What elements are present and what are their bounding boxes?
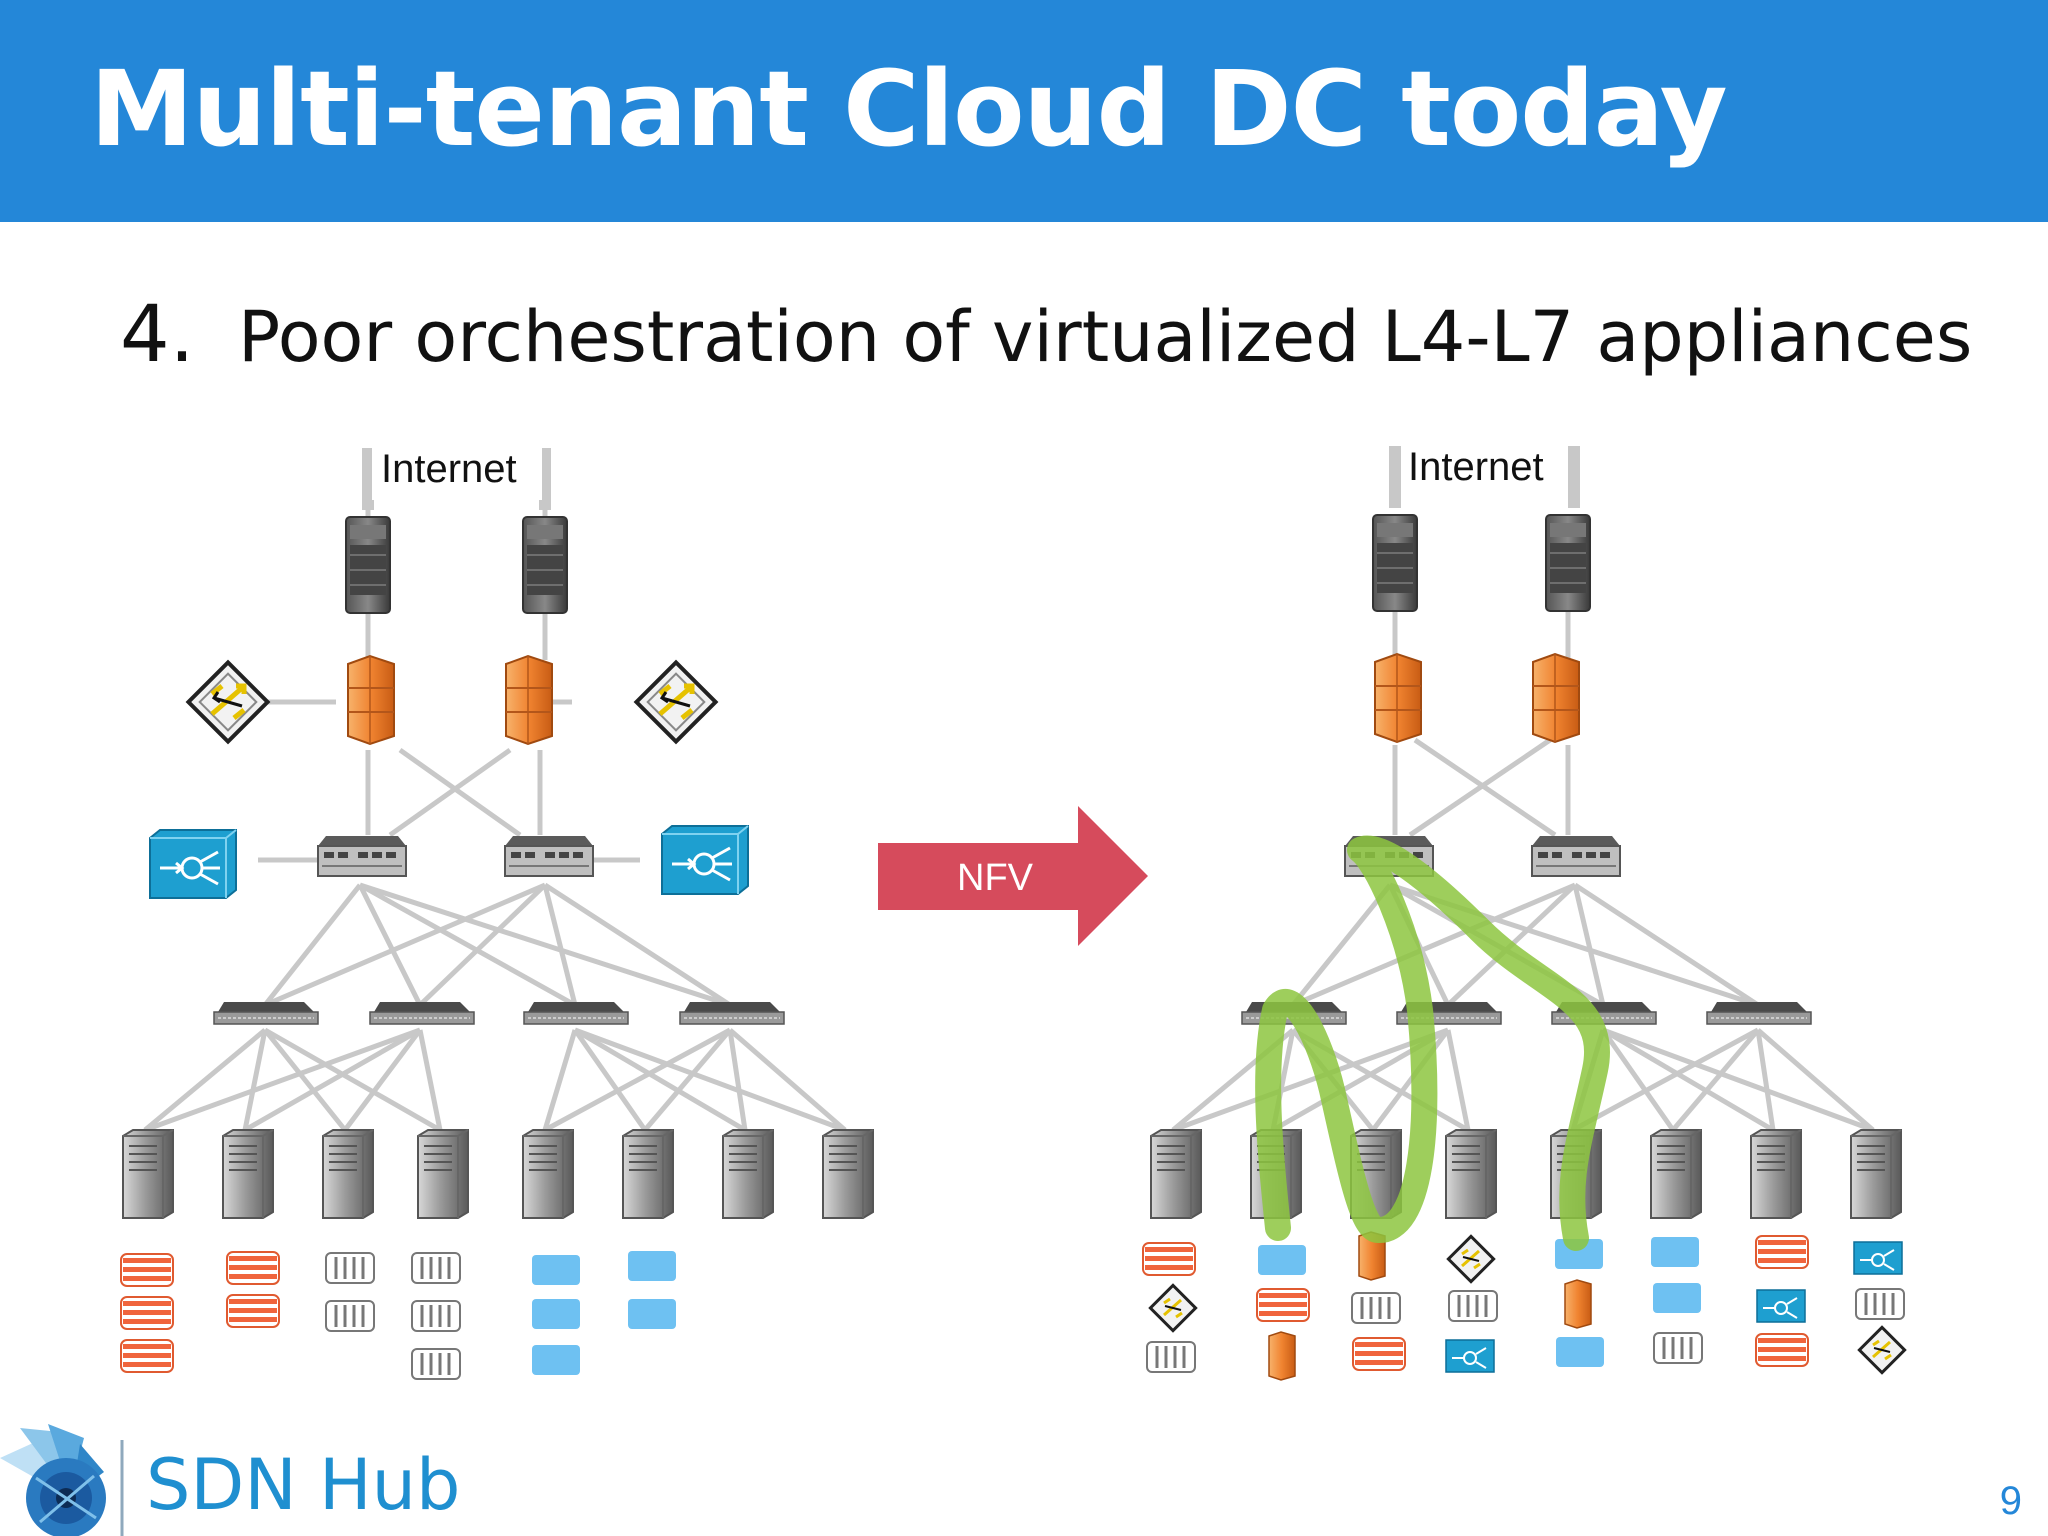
nfv-arrow-label: NFV [957, 857, 1034, 899]
right-server-1 [1150, 1129, 1202, 1219]
left-server-5 [522, 1129, 574, 1219]
right-bars-vm [1652, 1331, 1704, 1365]
right-stripe-vm [1256, 1288, 1310, 1322]
logo-icon [0, 1424, 106, 1536]
left-tor-switch-4 [679, 1001, 785, 1025]
left-tor-switch-2 [369, 1001, 475, 1025]
right-firewall-2 [1532, 653, 1580, 743]
right-stripe-vm [1755, 1333, 1809, 1367]
bullet-number: 4. [120, 290, 195, 380]
left-blue-vm [532, 1345, 580, 1375]
left-blue-vm [628, 1251, 676, 1281]
left-blue-vm [532, 1299, 580, 1329]
left-blue-vm [628, 1299, 676, 1329]
right-blue-vm [1258, 1245, 1306, 1275]
right-stripe-vm [1352, 1337, 1406, 1371]
right-blue-vm [1556, 1337, 1604, 1367]
left-core-router-1 [345, 516, 391, 614]
left-stripe-vm [226, 1251, 280, 1285]
logo-text: SDN Hub [146, 1444, 461, 1526]
left-internet-label: Internet [381, 447, 517, 491]
right-nat-vm [1857, 1325, 1907, 1375]
left-core-router-2 [522, 516, 568, 614]
bullet-text: Poor orchestration of virtualized L4-L7 … [238, 296, 1973, 378]
right-topology [1171, 600, 1875, 1133]
left-server-2 [222, 1129, 274, 1219]
slide-title: Multi-tenant Cloud DC today [90, 48, 1727, 170]
left-agg-switch-1 [317, 835, 407, 877]
left-bars-vm [410, 1347, 462, 1381]
right-lb-vm [1853, 1241, 1903, 1275]
left-stripe-vm [120, 1296, 174, 1330]
left-server-6 [622, 1129, 674, 1219]
left-topology [143, 450, 847, 1133]
right-blue-vm [1653, 1283, 1701, 1313]
right-stripe-vm [1142, 1242, 1196, 1276]
sdn-hub-logo [0, 1424, 124, 1536]
right-server-7 [1750, 1129, 1802, 1219]
left-server-7 [722, 1129, 774, 1219]
right-server-4 [1445, 1129, 1497, 1219]
right-lb-vm [1445, 1339, 1495, 1373]
right-server-8 [1850, 1129, 1902, 1219]
left-server-3 [322, 1129, 374, 1219]
left-stripe-vm [226, 1294, 280, 1328]
page-number: 9 [1999, 1479, 2022, 1523]
left-blue-vm [532, 1255, 580, 1285]
bullet-point: 4. Poor orchestration of virtualized L4-L… [120, 290, 1972, 380]
right-server-6 [1650, 1129, 1702, 1219]
left-firewall-1 [347, 655, 395, 745]
left-tor-switch-1 [213, 1001, 319, 1025]
left-load-balancer-1 [148, 828, 238, 900]
right-bars-vm [1145, 1340, 1197, 1374]
right-blue-vm [1651, 1237, 1699, 1267]
left-nat-appliance-1 [188, 662, 267, 741]
left-bars-vm [410, 1251, 462, 1285]
right-core-router-1 [1372, 514, 1418, 612]
right-lb-vm [1756, 1289, 1806, 1323]
traffic-path-highlight [1255, 835, 1610, 1251]
left-server-4 [417, 1129, 469, 1219]
right-core-router-2 [1545, 514, 1591, 612]
right-bars-vm [1447, 1289, 1499, 1323]
nfv-arrow: NFV [878, 806, 1148, 946]
right-firewall-vm [1268, 1331, 1296, 1381]
right-bars-vm [1854, 1287, 1906, 1321]
left-stripe-vm [120, 1339, 174, 1373]
left-load-balancer-2 [660, 824, 750, 896]
left-agg-switch-2 [504, 835, 594, 877]
right-internet-label: Internet [1408, 445, 1544, 489]
right-firewall-vm [1564, 1279, 1592, 1329]
left-firewall-2 [505, 655, 553, 745]
left-bars-vm [324, 1251, 376, 1285]
right-agg-switch-2 [1531, 835, 1621, 877]
left-server-8 [822, 1129, 874, 1219]
right-tor-switch-4 [1706, 1001, 1812, 1025]
right-firewall-1 [1374, 653, 1422, 743]
right-nat-vm [1148, 1283, 1198, 1333]
right-nat-vm [1446, 1234, 1496, 1284]
left-tor-switch-3 [523, 1001, 629, 1025]
left-nat-appliance-2 [636, 662, 715, 741]
left-bars-vm [324, 1299, 376, 1333]
left-stripe-vm [120, 1253, 174, 1287]
left-bars-vm [410, 1299, 462, 1333]
title-bar: Multi-tenant Cloud DC today [0, 0, 2048, 222]
left-server-1 [122, 1129, 174, 1219]
right-stripe-vm [1755, 1235, 1809, 1269]
right-bars-vm [1350, 1291, 1402, 1325]
